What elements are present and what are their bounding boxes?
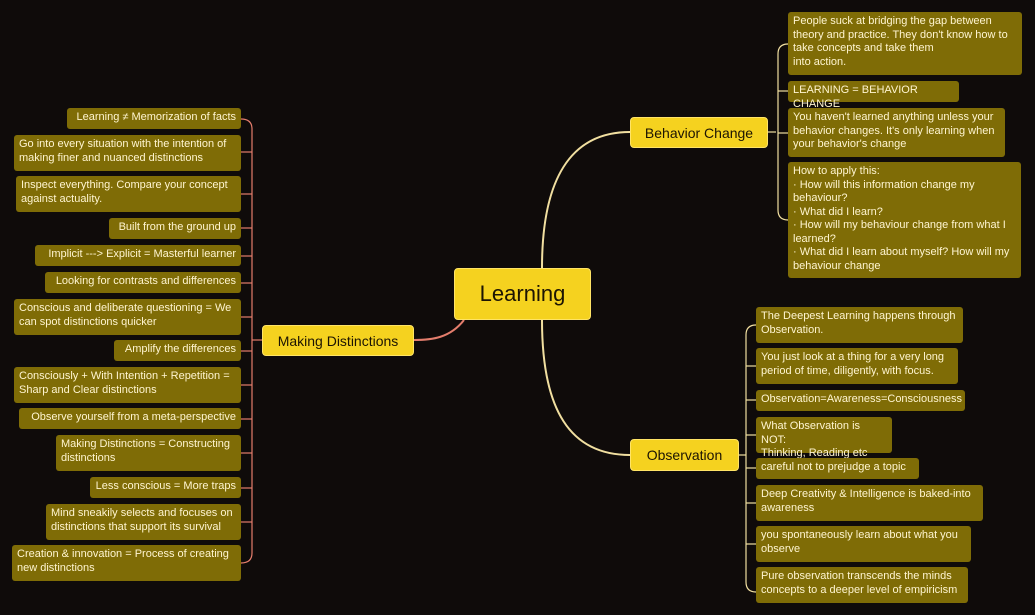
- distinction-leaf[interactable]: Making Distinctions = Constructing disti…: [56, 435, 241, 471]
- distinction-leaf[interactable]: Learning ≠ Memorization of facts: [67, 108, 241, 129]
- distinctions-bracket: [240, 118, 262, 564]
- distinction-leaf[interactable]: Less conscious = More traps: [90, 477, 241, 498]
- observation-leaf[interactable]: careful not to prejudge a topic: [756, 458, 919, 479]
- observation-bracket: [739, 324, 757, 593]
- behavior-leaf[interactable]: You haven't learned anything unless your…: [788, 108, 1005, 157]
- observation-leaf[interactable]: The Deepest Learning happens through Obs…: [756, 307, 963, 343]
- distinction-leaf[interactable]: Conscious and deliberate questioning = W…: [14, 299, 241, 335]
- observation-leaf[interactable]: Observation=Awareness=Consciousness: [756, 390, 965, 411]
- observation-leaf[interactable]: You just look at a thing for a very long…: [756, 348, 958, 384]
- distinction-leaf[interactable]: Amplify the differences: [114, 340, 241, 361]
- distinction-leaf[interactable]: Mind sneakily selects and focuses on dis…: [46, 504, 241, 540]
- distinction-leaf[interactable]: Built from the ground up: [109, 218, 241, 239]
- behavior-leaf[interactable]: LEARNING = BEHAVIOR CHANGE: [788, 81, 959, 110]
- link-root-behavior: [541, 131, 631, 269]
- distinction-leaf[interactable]: Inspect everything. Compare your concept…: [16, 176, 241, 212]
- observation-leaf[interactable]: Pure observation transcends the minds co…: [756, 567, 968, 603]
- observation-leaf[interactable]: Deep Creativity & Intelligence is baked-…: [756, 485, 983, 521]
- root-node-learning[interactable]: Learning: [454, 268, 591, 320]
- branch-observation[interactable]: Observation: [630, 439, 739, 471]
- distinction-leaf[interactable]: Observe yourself from a meta-perspective: [19, 408, 241, 429]
- distinction-leaf[interactable]: Go into every situation with the intenti…: [14, 135, 241, 171]
- behavior-leaf[interactable]: People suck at bridging the gap between …: [788, 12, 1022, 75]
- behavior-leaf[interactable]: How to apply this: · How will this infor…: [788, 162, 1021, 278]
- branch-behavior-change[interactable]: Behavior Change: [630, 117, 768, 148]
- distinction-leaf[interactable]: Creation & innovation = Process of creat…: [12, 545, 241, 581]
- observation-leaf[interactable]: you spontaneously learn about what you o…: [756, 526, 971, 562]
- distinction-leaf[interactable]: Consciously + With Intention + Repetitio…: [14, 367, 241, 403]
- link-root-observation: [541, 319, 631, 456]
- observation-leaf[interactable]: What Observation is NOT: Thinking, Readi…: [756, 417, 892, 459]
- distinction-leaf[interactable]: Looking for contrasts and differences: [45, 272, 241, 293]
- distinction-leaf[interactable]: Implicit ---> Explicit = Masterful learn…: [35, 245, 241, 266]
- link-root-distinctions: [413, 319, 465, 341]
- branch-making-distinctions[interactable]: Making Distinctions: [262, 325, 414, 356]
- behavior-bracket: [768, 43, 789, 221]
